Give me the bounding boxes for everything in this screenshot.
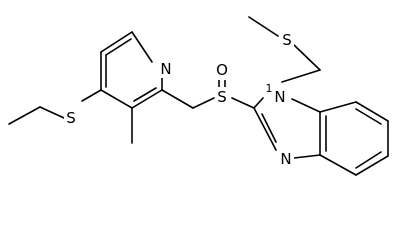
bond <box>131 89 163 109</box>
bond <box>8 106 41 125</box>
bond <box>319 101 357 113</box>
benzimidazole-n1-atom: 1 N <box>264 82 288 106</box>
methylthio-sulfur-atom: S <box>280 30 294 49</box>
benzimidazole-n3-atom: N <box>278 149 294 168</box>
bond <box>293 44 321 71</box>
ethylthio-sulfur-label: S <box>66 109 76 127</box>
sulfinyl-oxygen-label: O <box>216 61 228 79</box>
bond <box>355 101 389 122</box>
bond <box>291 98 321 113</box>
pyridine-nitrogen-label: N <box>160 60 171 78</box>
bond <box>81 89 102 102</box>
methylthio-sulfur-label: S <box>282 31 292 49</box>
bond <box>319 154 357 176</box>
bond <box>355 108 382 125</box>
sulfinyl-oxygen-atom: O <box>214 60 230 80</box>
ethylthio-sulfur-atom: S <box>64 108 78 127</box>
bond <box>39 106 65 119</box>
bond <box>248 16 279 37</box>
benzimidazole-n3-label: N <box>280 150 291 168</box>
atom-label-layer: N S S O S 1 N N <box>64 30 294 168</box>
sulfinyl-sulfur-atom: S <box>215 87 229 106</box>
benzimidazole-n1-label: N <box>274 88 285 106</box>
bond <box>133 87 157 102</box>
bond <box>100 89 133 109</box>
bond <box>100 31 133 53</box>
bond <box>261 113 277 143</box>
bond <box>253 97 264 109</box>
bond-layer <box>8 16 389 176</box>
molecule-diagram: N S S O S 1 N N <box>8 16 389 176</box>
bond <box>355 155 389 176</box>
molecule-svg: N S S O S 1 N N <box>8 16 389 176</box>
bond <box>231 97 255 109</box>
bond <box>105 38 132 56</box>
bond <box>131 31 153 63</box>
benzimidazole-n1-locant: 1 <box>266 82 273 95</box>
pyridine-nitrogen-atom: N <box>160 60 174 78</box>
bond <box>192 97 215 109</box>
bond <box>293 154 321 159</box>
sulfinyl-sulfur-label: S <box>217 88 227 106</box>
bond <box>253 107 277 151</box>
bond <box>355 151 382 169</box>
bond <box>161 89 194 109</box>
bond <box>281 69 321 83</box>
